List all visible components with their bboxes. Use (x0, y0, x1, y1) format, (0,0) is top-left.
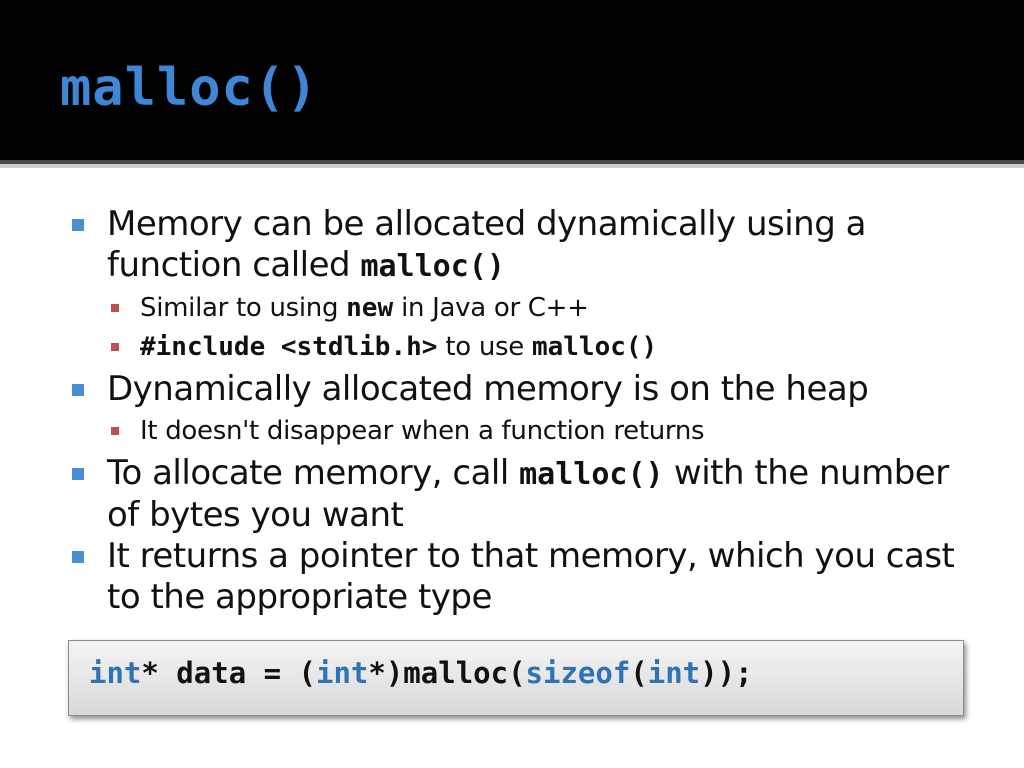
title-divider (0, 160, 1024, 164)
slide-title: malloc() (60, 58, 319, 118)
bullet-text: with the number of bytes you want (107, 453, 949, 535)
square-bullet-icon (72, 384, 84, 396)
square-bullet-icon (72, 551, 84, 563)
inline-code: malloc() (519, 457, 664, 492)
bullet-text: Dynamically allocated memory is on the h… (107, 369, 869, 409)
title-divider-highlight (0, 164, 1024, 168)
bullet-returns-pointer: It returns a pointer to that memory, whi… (72, 536, 972, 618)
bullet-dynamic-allocation: Memory can be allocated dynamically usin… (72, 204, 972, 287)
bullet-heap: Dynamically allocated memory is on the h… (72, 369, 972, 410)
bullet-call-malloc: To allocate memory, call malloc() with t… (72, 453, 972, 536)
bullet-list: Memory can be allocated dynamically usin… (72, 204, 972, 618)
square-bullet-icon (72, 219, 84, 231)
code-example-box: int* data = (int*)malloc(sizeof(int)); (68, 640, 964, 716)
square-sub-bullet-icon (111, 343, 119, 351)
sub-bullet-text: in Java or C++ (393, 293, 589, 323)
sub-bullet-text: It doesn't disappear when a function ret… (140, 416, 705, 446)
sub-bullet-text: Similar to using (140, 293, 347, 323)
inline-code: malloc() (531, 332, 658, 362)
sub-bullet-include: #include <stdlib.h> to use malloc() (107, 330, 972, 365)
square-sub-bullet-icon (111, 427, 119, 435)
code-token: )); (700, 656, 753, 690)
code-keyword: int (89, 656, 142, 690)
code-keyword: sizeof (525, 656, 631, 690)
code-token: ( (630, 656, 648, 690)
code-keyword: int (647, 656, 701, 690)
bullet-text: It returns a pointer to that memory, whi… (107, 536, 955, 617)
inline-code: #include <stdlib.h> (140, 332, 438, 362)
inline-code: malloc() (360, 249, 505, 284)
code-keyword: int (316, 656, 369, 690)
bullet-text: To allocate memory, call (107, 453, 520, 493)
square-bullet-icon (72, 468, 84, 480)
sub-bullet-java-new: Similar to using new in Java or C++ (107, 291, 972, 326)
code-token: * data = ( (141, 656, 316, 690)
inline-code: new (346, 293, 394, 323)
code-example-line: int* data = (int*)malloc(sizeof(int)); (89, 655, 753, 691)
title-bar: malloc() (0, 0, 1024, 160)
code-token: *)malloc( (368, 656, 526, 690)
square-sub-bullet-icon (111, 304, 119, 312)
bullet-text: Memory can be allocated dynamically usin… (107, 204, 866, 285)
sub-bullet-text: to use (437, 332, 532, 362)
sub-bullet-persistence: It doesn't disappear when a function ret… (107, 414, 972, 449)
